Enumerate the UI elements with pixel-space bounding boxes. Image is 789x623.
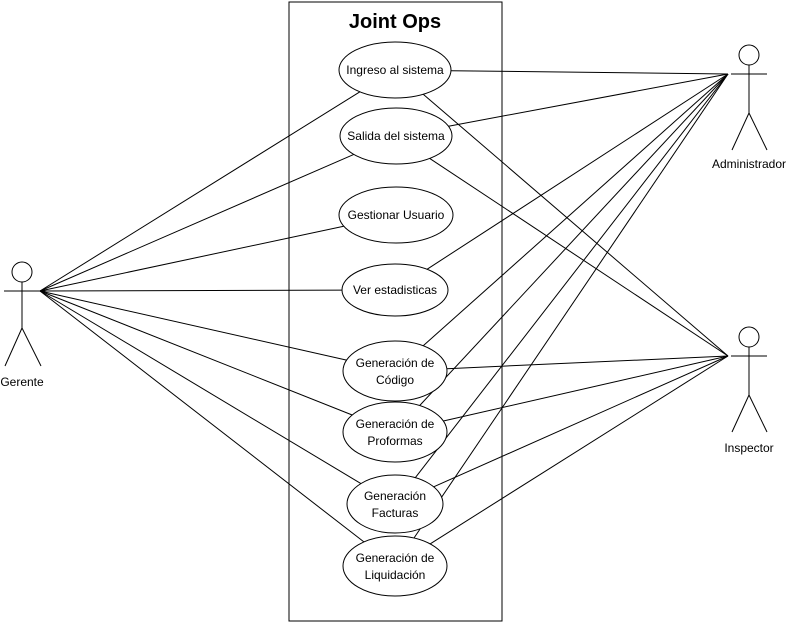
- association-inspector-salida: [429, 157, 729, 357]
- association-lines: [39, 70, 729, 545]
- association-administrador-salida: [448, 73, 729, 127]
- use-case-estadisticas[interactable]: Ver estadisticas: [341, 263, 449, 317]
- association-gerente-proformas: [39, 290, 353, 416]
- association-inspector-proformas: [443, 355, 729, 422]
- use-case-estadisticas-label: Ver estadisticas: [353, 283, 437, 297]
- association-gerente-estadisticas: [39, 289, 343, 292]
- use-case-liquidacion-label-1: Generación de: [356, 551, 435, 565]
- association-administrador-facturas: [414, 73, 729, 479]
- association-gerente-liquidacion: [39, 290, 365, 543]
- association-administrador-ingreso: [450, 70, 729, 75]
- use-case-facturas-label-1: Generación: [364, 489, 426, 503]
- use-case-gestionar[interactable]: Gestionar Usuario: [338, 186, 454, 244]
- association-inspector-facturas: [433, 355, 729, 488]
- use-case-proformas[interactable]: Generación de Proformas: [342, 401, 448, 463]
- system-title: Joint Ops: [349, 11, 441, 33]
- association-gerente-ingreso: [39, 91, 361, 292]
- use-case-codigo[interactable]: Generación de Código: [342, 340, 448, 402]
- association-administrador-estadisticas: [426, 73, 729, 270]
- association-gerente-salida: [39, 153, 354, 292]
- use-case-salida[interactable]: Salida del sistema: [339, 107, 453, 165]
- association-inspector-liquidacion: [429, 355, 729, 545]
- use-case-ingreso-label: Ingreso al sistema: [346, 63, 444, 77]
- association-inspector-codigo: [446, 355, 729, 370]
- actor-gerente-label: Gerente: [0, 375, 44, 389]
- use-case-proformas-label-2: Proformas: [367, 434, 422, 448]
- actor-administrador[interactable]: Administrador: [712, 44, 786, 171]
- use-case-ingreso[interactable]: Ingreso al sistema: [338, 41, 452, 99]
- association-gerente-facturas: [39, 290, 362, 485]
- use-case-liquidacion-label-2: Liquidación: [365, 568, 426, 582]
- association-administrador-liquidacion: [413, 73, 729, 539]
- use-case-facturas[interactable]: Generación Facturas: [346, 474, 444, 534]
- system-boundary: [288, 1, 503, 622]
- use-case-codigo-label-1: Generación de: [356, 356, 435, 370]
- use-case-gestionar-label: Gestionar Usuario: [348, 208, 445, 222]
- use-case-codigo-label-2: Código: [376, 373, 414, 387]
- association-administrador-proformas: [419, 73, 729, 406]
- actor-administrador-label: Administrador: [712, 157, 786, 171]
- actor-inspector-label: Inspector: [724, 441, 773, 455]
- actor-gerente[interactable]: Gerente: [0, 261, 44, 389]
- use-case-liquidacion[interactable]: Generación de Liquidación: [342, 535, 448, 597]
- use-case-proformas-label-1: Generación de: [356, 417, 435, 431]
- use-case-salida-label: Salida del sistema: [347, 129, 445, 143]
- actor-inspector[interactable]: Inspector: [724, 326, 774, 455]
- association-inspector-ingreso: [422, 93, 729, 357]
- association-administrador-codigo: [422, 73, 729, 347]
- association-gerente-gestionar: [39, 225, 344, 292]
- use-case-facturas-label-2: Facturas: [372, 506, 419, 520]
- association-gerente-codigo: [39, 290, 347, 361]
